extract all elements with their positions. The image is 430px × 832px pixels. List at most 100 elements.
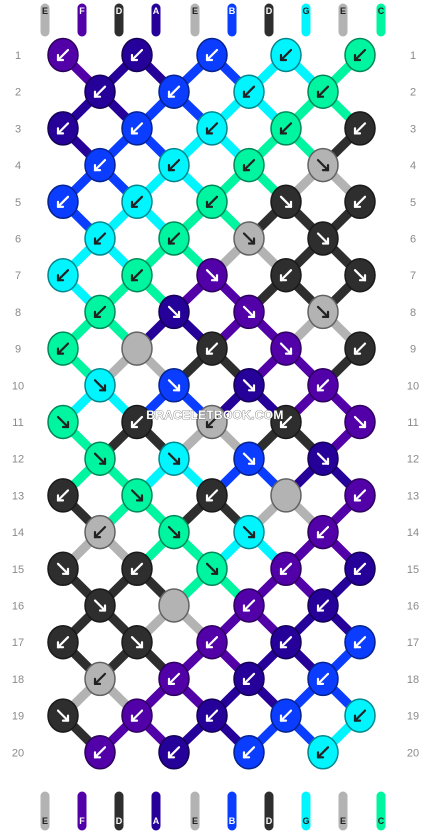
knot[interactable] [270,624,302,660]
arrow-down-left-icon [353,562,367,575]
knot[interactable] [344,37,376,73]
knot[interactable] [158,735,190,770]
knot[interactable] [307,735,339,770]
knot[interactable] [344,184,376,220]
knot[interactable] [270,257,302,293]
knot[interactable] [233,441,265,476]
knot[interactable] [84,588,116,623]
knot[interactable] [158,441,190,476]
knot[interactable] [84,735,116,770]
knot[interactable] [233,735,265,770]
arrow-down-left-icon [279,48,293,62]
knot[interactable] [196,478,228,513]
knot[interactable] [121,257,153,293]
knot[interactable] [196,111,228,146]
knot[interactable] [84,514,116,550]
knot[interactable] [307,368,339,403]
knot[interactable] [307,441,339,476]
knot[interactable] [47,184,79,220]
knot[interactable] [307,514,339,550]
knot[interactable] [233,588,265,623]
knot[interactable] [47,37,79,73]
row-number-left: 13 [12,490,24,502]
knot[interactable] [47,624,79,660]
knot[interactable] [84,147,116,183]
knot[interactable] [121,184,153,220]
knot[interactable] [84,441,116,476]
knot[interactable] [270,37,302,73]
knot[interactable] [158,661,190,697]
arrow-down-left-icon [130,122,144,135]
arrow-down-right-icon [353,415,367,429]
knot[interactable] [196,184,228,220]
knot[interactable] [47,111,79,146]
knot[interactable] [47,331,79,366]
knot[interactable] [307,221,339,256]
arrow-down-left-icon [205,415,219,429]
knot[interactable] [307,588,339,623]
knot[interactable] [121,404,153,440]
knot[interactable] [121,478,153,513]
knot[interactable] [233,514,265,550]
knot[interactable] [233,368,265,403]
arrow-down-right-icon [353,269,367,282]
knot[interactable] [344,624,376,660]
knot[interactable] [196,331,228,366]
knot[interactable] [121,111,153,146]
knot[interactable] [196,698,228,733]
knot[interactable] [84,368,116,403]
knot[interactable] [344,404,376,440]
knot[interactable] [158,147,190,183]
knot[interactable] [47,478,79,513]
knot[interactable] [196,257,228,293]
knot[interactable] [233,294,265,330]
knot[interactable] [307,74,339,109]
knot[interactable] [344,111,376,146]
knot[interactable] [158,588,190,623]
arrow-down-left-icon [93,672,107,686]
knot[interactable] [84,74,116,109]
knot[interactable] [233,74,265,109]
knot[interactable] [307,147,339,183]
knot[interactable] [158,294,190,330]
knot[interactable] [344,478,376,513]
knot[interactable] [270,404,302,440]
knot[interactable] [307,294,339,330]
knot[interactable] [233,147,265,183]
knot[interactable] [270,698,302,733]
knot[interactable] [84,661,116,697]
knot[interactable] [121,37,153,73]
knot[interactable] [344,257,376,293]
knot[interactable] [121,624,153,660]
knot[interactable] [270,184,302,220]
knot[interactable] [121,551,153,587]
knot[interactable] [344,331,376,366]
knot[interactable] [47,404,79,440]
knot[interactable] [158,74,190,109]
knot[interactable] [270,331,302,366]
top-string-label: C [378,6,385,16]
knot[interactable] [158,514,190,550]
knot[interactable] [47,257,79,293]
knot[interactable] [344,551,376,587]
knot[interactable] [233,221,265,256]
knot[interactable] [84,294,116,330]
knot[interactable] [270,111,302,146]
knot[interactable] [196,551,228,587]
knot[interactable] [344,698,376,733]
knot[interactable] [47,698,79,733]
knot[interactable] [196,37,228,73]
knot[interactable] [47,551,79,587]
knot[interactable] [121,698,153,733]
knot[interactable] [158,368,190,403]
knot[interactable] [196,624,228,660]
knot[interactable] [196,404,228,440]
knot[interactable] [307,661,339,697]
knot[interactable] [270,551,302,587]
knot[interactable] [84,221,116,256]
knot[interactable] [233,661,265,697]
knot[interactable] [270,478,302,513]
knot[interactable] [158,221,190,256]
knot[interactable] [121,331,153,366]
row-number-right: 13 [407,490,419,502]
